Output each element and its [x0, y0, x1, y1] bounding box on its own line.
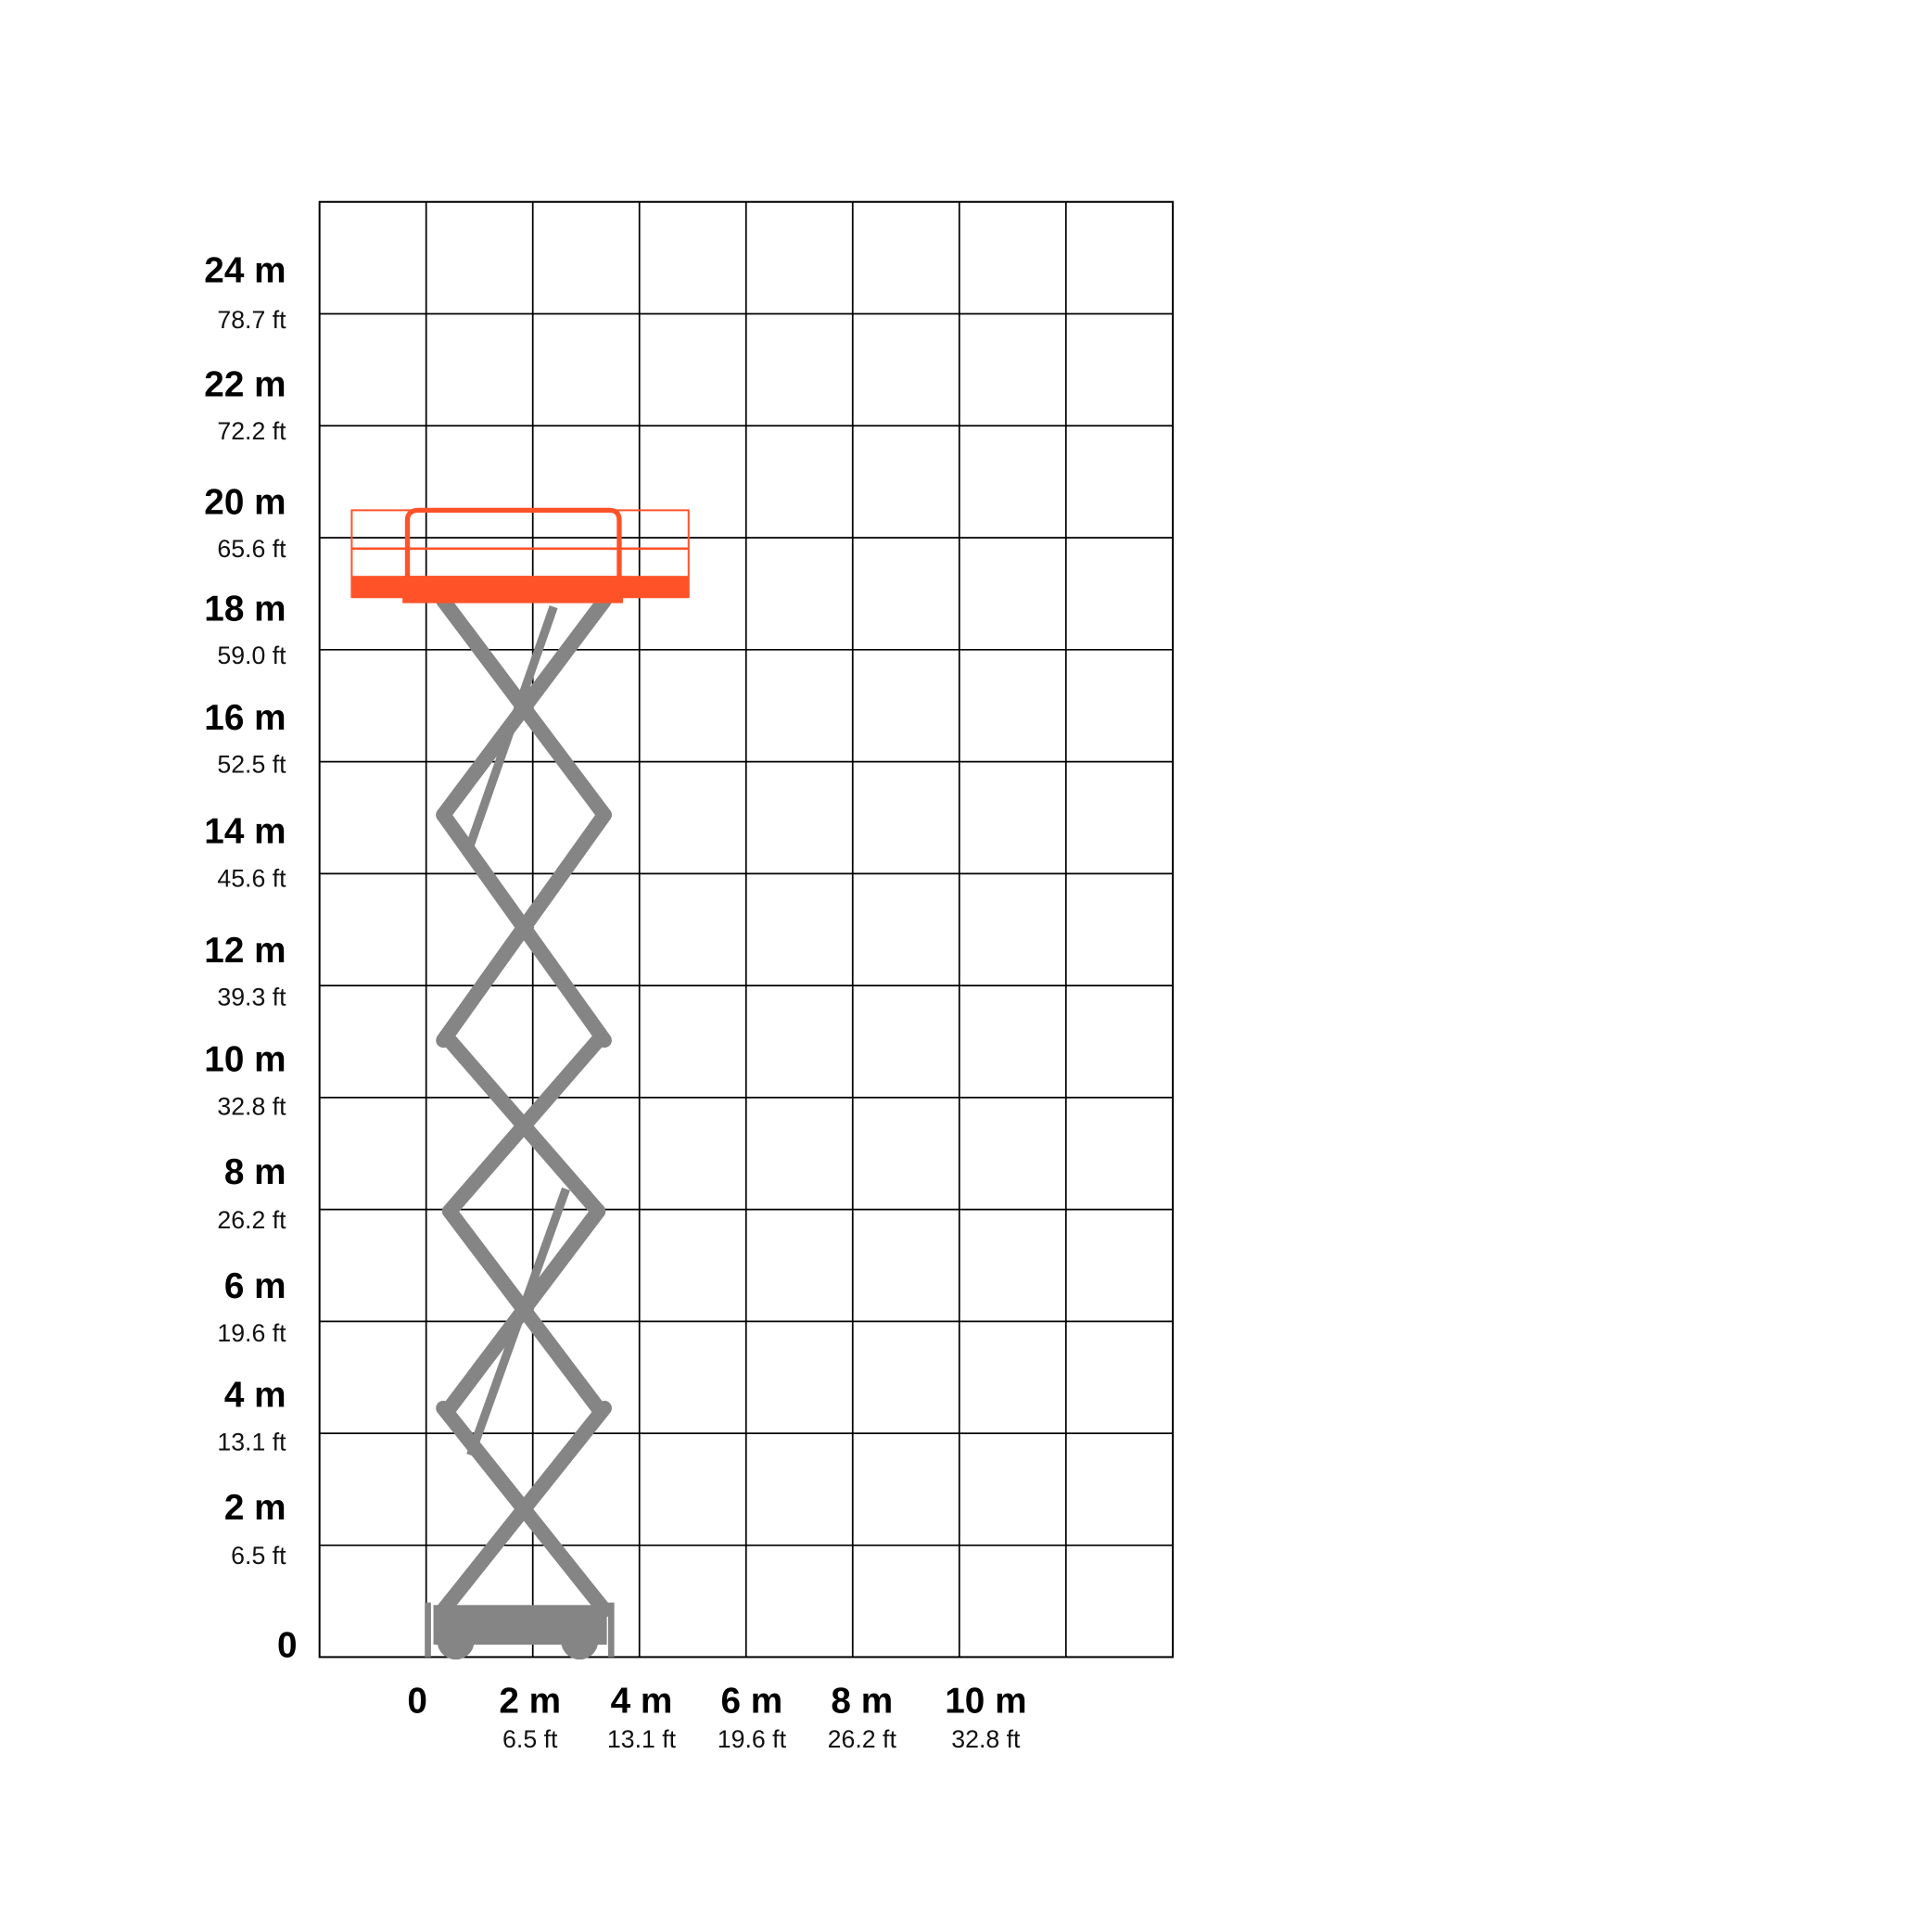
x-label-m: 6 m	[721, 1682, 783, 1722]
y-label-ft: 39.3 ft	[217, 984, 286, 1011]
y-label-ft: 32.8 ft	[217, 1092, 286, 1120]
y-label-ft: 19.6 ft	[217, 1319, 286, 1347]
guard-rail	[404, 507, 622, 578]
y-label-m: 22 m	[204, 364, 286, 404]
x-label-ft: 32.8 ft	[951, 1725, 1021, 1753]
y-label-m: 10 m	[204, 1040, 286, 1080]
y-label-ft: 26.2 ft	[217, 1206, 286, 1234]
wheel	[437, 1622, 475, 1660]
x-label-m: 4 m	[611, 1682, 673, 1722]
x-label-m: 8 m	[831, 1682, 893, 1722]
y-label-ft: 72.2 ft	[217, 417, 286, 445]
scissor-arm	[436, 592, 612, 823]
y-label-m: 12 m	[204, 931, 286, 971]
scissor-arm	[436, 1400, 612, 1618]
work-platform	[350, 507, 690, 604]
scissor-lift-mechanism	[436, 592, 612, 1618]
y-label-ft: 65.6 ft	[217, 535, 286, 563]
y-label-ft: 45.6 ft	[217, 865, 286, 893]
lift-chassis	[425, 1602, 615, 1660]
y-label-m: 4 m	[224, 1376, 286, 1416]
x-axis-labels: 0 2 m 6.5 ft 4 m 13.1 ft 6 m 19.6 ft 8 m…	[407, 1682, 1026, 1753]
x-label-m: 10 m	[945, 1682, 1026, 1722]
chassis-bumper	[425, 1602, 431, 1658]
y-label-m: 6 m	[224, 1266, 286, 1306]
y-label-ft: 59.0 ft	[217, 642, 286, 669]
wheel	[561, 1622, 599, 1660]
y-label-m: 24 m	[204, 251, 286, 291]
y-label-ft: 13.1 ft	[217, 1428, 286, 1455]
platform-base	[402, 576, 623, 604]
y-axis-labels: 24 m 78.7 ft 22 m 72.2 ft 20 m 65.6 ft 1…	[204, 251, 297, 1666]
y-label-ft: 52.5 ft	[217, 751, 286, 779]
grid	[318, 200, 1175, 1659]
y-label-m: 20 m	[204, 482, 286, 522]
y-label-ft: 6.5 ft	[231, 1542, 286, 1570]
y-label-m: 16 m	[204, 698, 286, 738]
y-label-m: 18 m	[204, 589, 286, 629]
x-label-m: 2 m	[499, 1682, 561, 1722]
x-label-ft: 19.6 ft	[718, 1725, 787, 1753]
x-label-ft: 6.5 ft	[502, 1725, 558, 1753]
x-label-ft: 26.2 ft	[828, 1725, 897, 1753]
y-label-m: 14 m	[204, 812, 286, 852]
scissor-arm	[441, 1033, 606, 1219]
lift-cylinder	[466, 1187, 570, 1457]
x-label-ft: 13.1 ft	[607, 1725, 677, 1753]
y-label-m: 0	[277, 1625, 298, 1665]
y-label-ft: 78.7 ft	[217, 306, 286, 334]
y-label-m: 8 m	[224, 1152, 286, 1192]
lift-cylinder	[463, 605, 558, 857]
y-label-m: 2 m	[224, 1488, 286, 1528]
x-label-m: 0	[407, 1682, 427, 1722]
chassis-bumper	[607, 1602, 615, 1658]
scissor-arm	[436, 807, 612, 1049]
